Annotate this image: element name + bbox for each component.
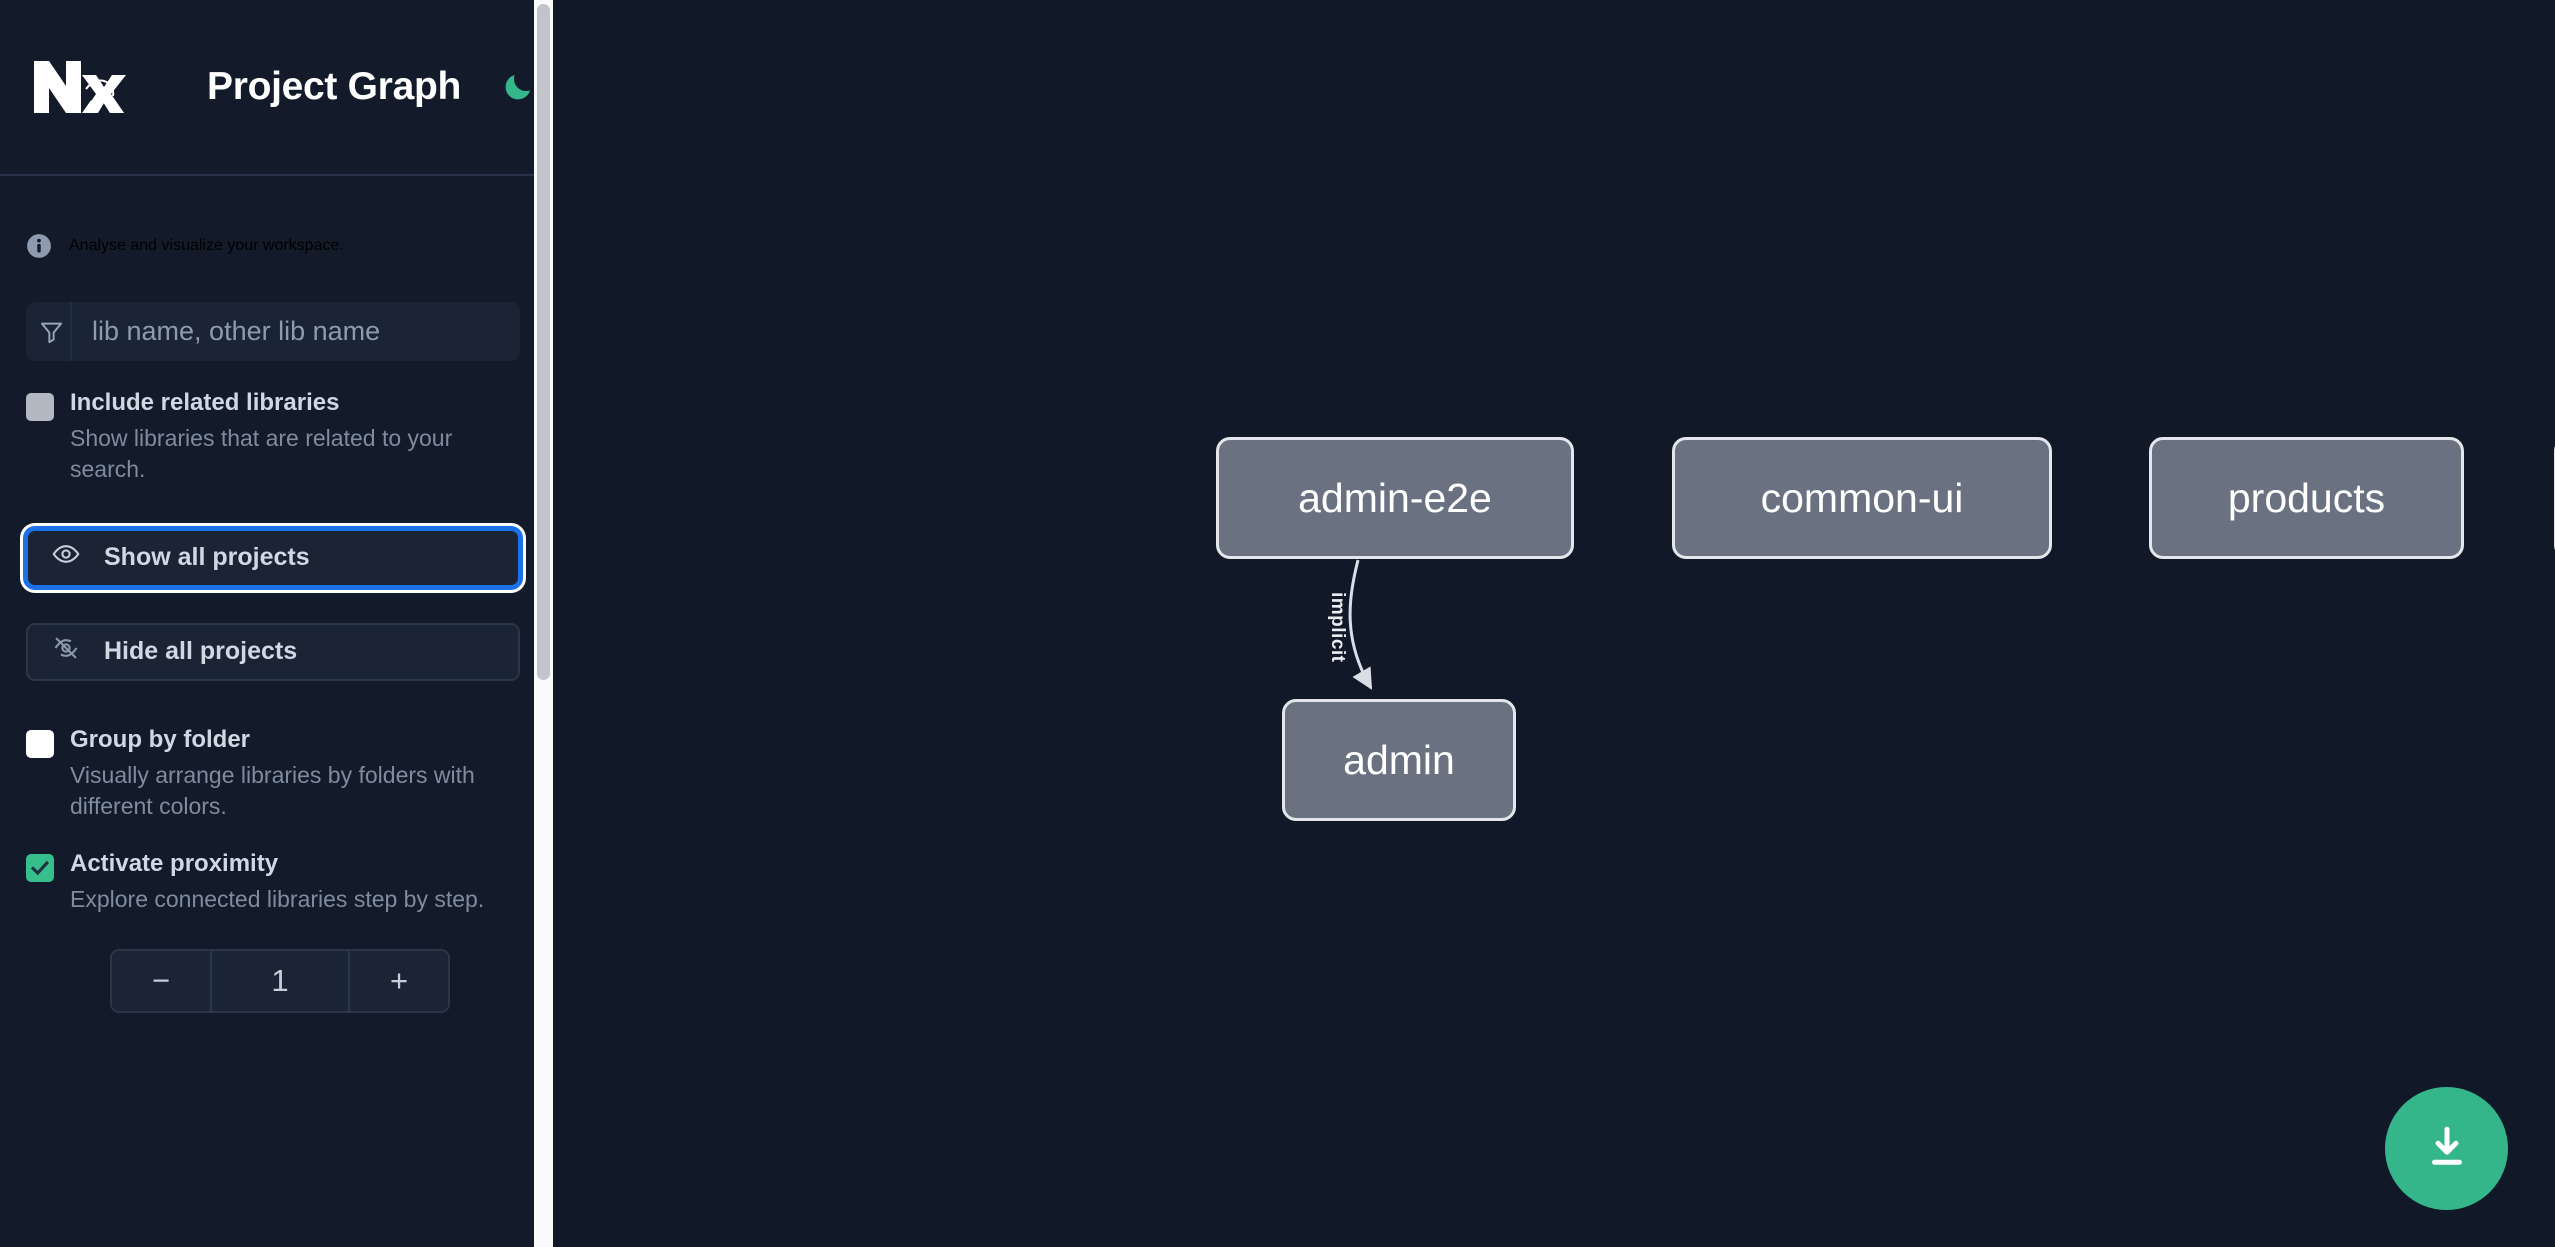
search-field[interactable] [26,302,520,361]
download-icon [2422,1122,2472,1175]
sidebar-header: Project Graph [0,0,553,176]
download-button[interactable] [2385,1087,2508,1210]
option-title: Activate proximity [70,849,279,877]
project-visibility-buttons: Show all projects Hide all projects [26,528,520,681]
hide-all-projects-button[interactable]: Hide all projects [26,622,520,681]
page-title: Project Graph [207,65,461,108]
graph-node-admin[interactable]: admin [1282,699,1516,821]
graph-node-products[interactable]: products [2149,437,2464,559]
filter-funnel-icon [32,302,72,361]
sidebar-scrollbar[interactable] [534,0,553,1247]
proximity-decrement-button[interactable]: − [112,950,212,1011]
option-description: Explore connected libraries step by step… [70,885,485,912]
eye-icon [52,540,80,575]
edge-label-admin-implicit: implicit [1327,592,1348,663]
option-title: Group by folder [70,725,250,753]
sidebar: Project Graph Analyse and visualize your… [0,0,553,1247]
graph-node-admin-e2e[interactable]: admin-e2e [1216,437,1574,559]
show-all-projects-label: Show all projects [104,543,310,572]
sidebar-scrollbar-thumb[interactable] [537,4,550,680]
option-description: Show libraries that are related to your … [70,424,453,482]
option-title: Include related libraries [70,389,340,416]
hide-all-projects-label: Hide all projects [104,637,298,666]
graph-node-common-ui[interactable]: common-ui [1672,437,2052,559]
option-group-by-folder[interactable]: Group by folder Visually arrange librari… [0,725,553,822]
proximity-value[interactable]: 1 [212,950,348,1011]
group-by-folder-checkbox[interactable] [26,729,54,758]
graph-edges [1348,559,1373,690]
show-all-projects-button[interactable]: Show all projects [26,528,520,587]
include-related-libraries-checkbox[interactable] [26,393,54,421]
eye-off-icon [52,634,80,669]
search-input[interactable] [72,302,520,361]
workspace-info: Analyse and visualize your workspace. [0,176,553,280]
workspace-info-text: Analyse and visualize your workspace. [69,237,344,254]
proximity-stepper: − 1 + [110,948,450,1013]
nx-logo-icon [26,55,126,119]
graph-canvas[interactable]: admin-e2e common-ui products store-e2e a… [553,0,2555,1247]
proximity-increment-button[interactable]: + [348,950,448,1011]
option-description: Visually arrange libraries by folders wi… [70,761,475,819]
option-activate-proximity[interactable]: Activate proximity Explore connected lib… [0,849,553,915]
info-circle-icon [26,233,52,259]
moon-icon[interactable] [497,66,539,108]
option-include-related-libraries[interactable]: Include related libraries Show libraries… [0,389,553,485]
activate-proximity-checkbox[interactable] [26,853,54,882]
